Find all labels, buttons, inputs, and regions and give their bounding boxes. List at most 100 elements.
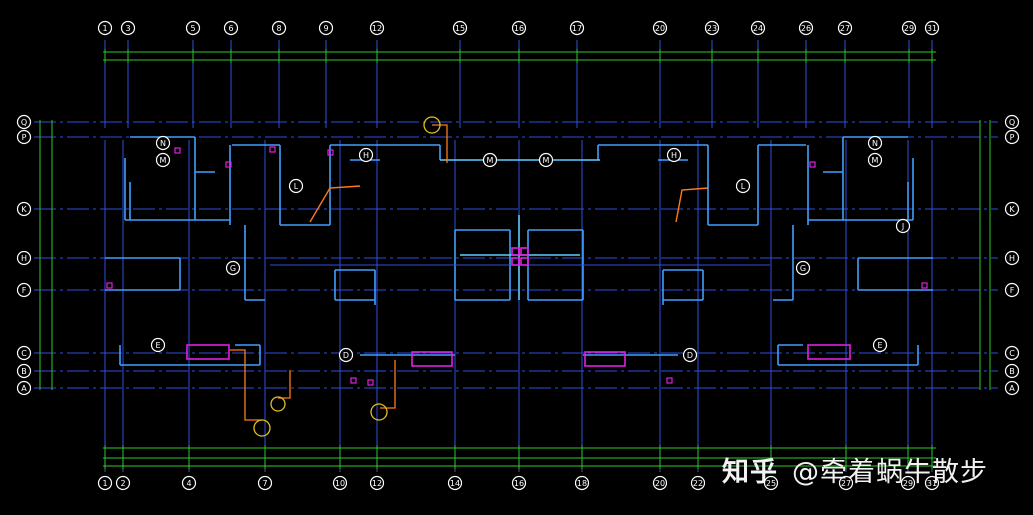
axis-bubble-right-circle [1004, 380, 1020, 396]
axis-bubble-bottom-circle [763, 475, 779, 491]
axis-bubble-left-label: K [21, 205, 27, 214]
axis-bubble-right: A [1004, 380, 1020, 396]
axis-bubble-right-label: C [1009, 349, 1015, 358]
axis-bubble-bottom: 25 [763, 475, 779, 491]
axis-bubble-right-circle [1004, 345, 1020, 361]
magenta-column [520, 247, 529, 256]
axis-bubble-top-circle [750, 20, 766, 36]
interior-mark: D [682, 347, 698, 363]
axis-bubble-right: H [1004, 250, 1020, 266]
axis-bubble-bottom: 10 [332, 475, 348, 491]
interior-mark-circle [482, 152, 498, 168]
axis-bubble-left-label: Q [21, 118, 27, 127]
axis-bubble-left: H [16, 250, 32, 266]
axis-bubble-left-circle [16, 201, 32, 217]
axis-bubble-top-circle [901, 20, 917, 36]
axis-bubble-top-label: 6 [228, 24, 233, 33]
orange-detail [675, 187, 709, 223]
axis-bubble-left: F [16, 282, 32, 298]
axis-bubble-right-label: A [1009, 384, 1015, 393]
axis-bubble-bottom-label: 1 [102, 479, 107, 488]
axis-bubble-top-label: 29 [904, 24, 914, 33]
interior-mark: M [538, 152, 554, 168]
orange-leader [230, 349, 262, 421]
axis-bubble-right-circle [1004, 129, 1020, 145]
interior-mark-label: L [294, 182, 299, 191]
interior-mark-label: M [872, 156, 879, 165]
axis-bubble-top-circle [223, 20, 239, 36]
interior-mark-label: E [155, 341, 160, 350]
axis-bubble-bottom: 2 [115, 475, 131, 491]
axis-bubble-top-circle [369, 20, 385, 36]
axis-bubble-right-circle [1004, 363, 1020, 379]
axis-bubble-bottom-label: 12 [372, 479, 382, 488]
axis-bubble-top: 5 [185, 20, 201, 36]
axis-bubble-left-label: B [21, 367, 27, 376]
interior-mark-circle [288, 178, 304, 194]
axis-bubble-top-circle [271, 20, 287, 36]
dimension-lines [39, 49, 991, 469]
magenta-marker [106, 282, 113, 289]
axis-bubble-top-label: 1 [102, 24, 107, 33]
axis-bubble-bottom: 27 [838, 475, 854, 491]
axis-bubble-right-circle [1004, 282, 1020, 298]
axis-lines [34, 40, 998, 472]
interior-mark: M [155, 152, 171, 168]
interior-mark-circle [895, 218, 911, 234]
magenta-marker [225, 161, 232, 168]
interior-mark-circle [538, 152, 554, 168]
axis-bubble-top-label: 31 [927, 24, 937, 33]
axis-bubble-right-label: H [1009, 254, 1015, 263]
axis-bubble-right-circle [1004, 114, 1020, 130]
axis-bubble-right: B [1004, 363, 1020, 379]
magenta-column [511, 257, 520, 266]
axis-bubble-top-circle [798, 20, 814, 36]
interior-mark-label: J [901, 222, 904, 231]
axis-bubble-top-label: 27 [840, 24, 850, 33]
axis-bubble-left: Q [16, 114, 32, 130]
axis-bubble-bottom-label: 22 [693, 479, 703, 488]
magenta-marker [327, 149, 334, 156]
interior-mark-circle [872, 337, 888, 353]
axis-bubble-right: K [1004, 201, 1020, 217]
interior-mark-label: E [877, 341, 882, 350]
axis-bubble-right-label: K [1009, 205, 1015, 214]
axis-bubble-top-label: 23 [707, 24, 717, 33]
orange-leader [432, 124, 448, 163]
axis-bubble-bottom-circle [900, 475, 916, 491]
interior-mark: J [895, 218, 911, 234]
interior-mark-label: N [872, 139, 878, 148]
axis-bubble-top: 15 [452, 20, 468, 36]
interior-mark: M [867, 152, 883, 168]
axis-bubble-bottom-label: 20 [655, 479, 665, 488]
interior-mark-label: H [363, 151, 369, 160]
axis-bubble-bottom-label: 16 [514, 479, 524, 488]
axis-bubble-top: 3 [120, 20, 136, 36]
axis-bubble-bottom-label: 14 [450, 479, 460, 488]
axis-bubble-bottom-label: 25 [766, 479, 776, 488]
axis-bubble-bottom: 14 [447, 475, 463, 491]
interior-mark-circle [338, 347, 354, 363]
axis-bubble-left-circle [16, 129, 32, 145]
axis-bubble-right-circle [1004, 250, 1020, 266]
interior-mark-circle [666, 147, 682, 163]
axis-bubble-top: 1 [97, 20, 113, 36]
axis-bubble-top: 23 [704, 20, 720, 36]
axis-bubble-left: P [16, 129, 32, 145]
interior-mark-circle [225, 260, 241, 276]
axis-bubble-top-label: 26 [801, 24, 811, 33]
detail-callout-circle [270, 396, 286, 412]
axis-bubble-bottom-label: 7 [262, 479, 267, 488]
axis-bubble-top-circle [185, 20, 201, 36]
axis-bubble-bottom-circle [924, 475, 940, 491]
axis-bubble-top-label: 9 [323, 24, 328, 33]
magenta-room [411, 351, 453, 367]
magenta-marker [809, 161, 816, 168]
axis-bubble-top-label: 24 [753, 24, 763, 33]
interior-mark-label: N [160, 139, 166, 148]
magenta-marker [269, 146, 276, 153]
magenta-column [520, 257, 529, 266]
axis-bubble-right-label: F [1010, 286, 1015, 295]
axis-bubble-bottom: 4 [181, 475, 197, 491]
